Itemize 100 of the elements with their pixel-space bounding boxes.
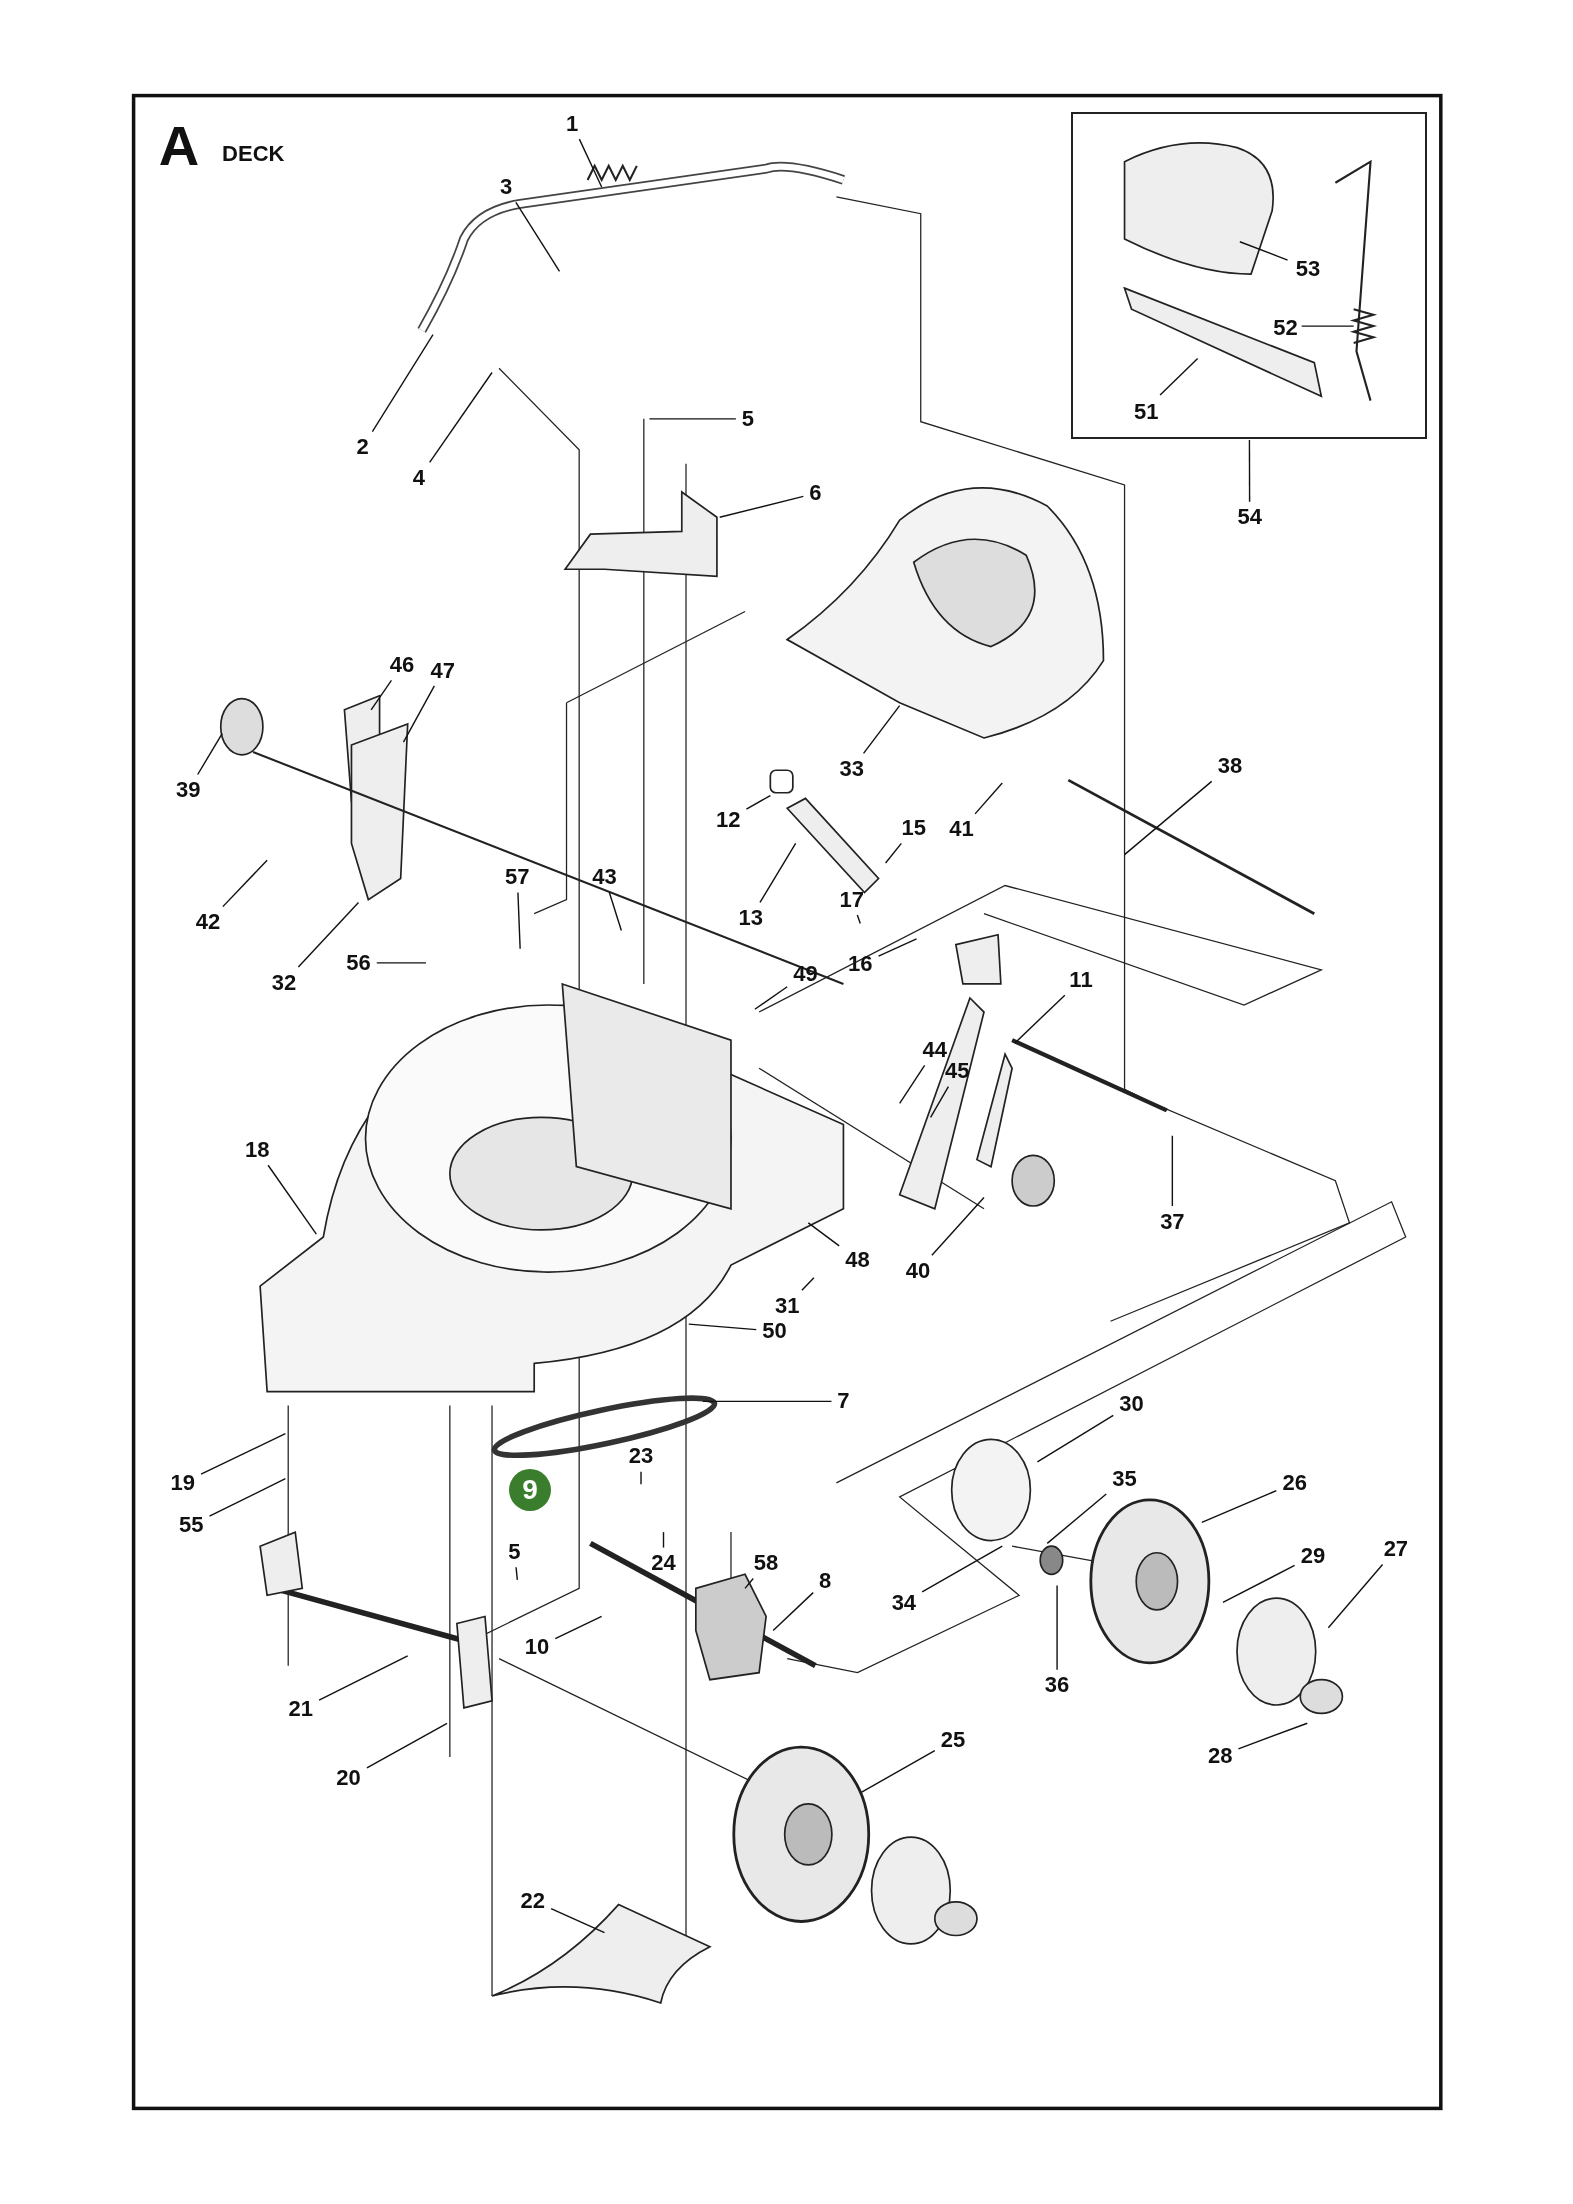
callout-number: 11 [1064, 965, 1098, 994]
step-number-badge: 9 [508, 1468, 551, 1512]
leader-line [1300, 325, 1355, 327]
callout-number: 36 [1040, 1671, 1074, 1700]
callout-number: 58 [749, 1549, 783, 1578]
callout-number: 21 [283, 1695, 318, 1724]
leader-line [744, 1577, 754, 1590]
callout-number: 10 [520, 1633, 554, 1662]
callout-number: 41 [944, 815, 979, 844]
leader-line [428, 371, 493, 464]
leader-line [801, 1277, 815, 1292]
leader-line [376, 962, 427, 964]
leader-line [200, 1433, 287, 1475]
callout-number: 38 [1213, 752, 1247, 781]
leader-line [862, 704, 901, 755]
leader-line [515, 201, 561, 272]
leader-line [772, 1591, 814, 1632]
leader-line [608, 891, 623, 932]
callout-number: 5 [737, 404, 759, 433]
callout-number: 42 [191, 908, 225, 937]
section-title: DECK [222, 143, 285, 166]
leader-line [702, 1400, 833, 1403]
callout-number: 50 [757, 1317, 792, 1346]
leader-line [759, 842, 797, 904]
callout-number: 29 [1296, 1542, 1330, 1571]
callout-number: 45 [940, 1057, 975, 1086]
callout-number: 20 [331, 1764, 366, 1793]
callout-number: 39 [171, 775, 206, 805]
callout-number: 46 [385, 650, 419, 679]
callout-number: 33 [835, 754, 869, 783]
callout-number: 5 [503, 1537, 525, 1566]
callout-number: 31 [770, 1291, 805, 1320]
callout-number: 43 [587, 863, 622, 892]
callout-number: 55 [174, 1511, 209, 1540]
callout-number: 57 [500, 863, 535, 892]
leader-line [1036, 1414, 1114, 1463]
inset-frame [1071, 112, 1427, 439]
leader-line [1046, 1493, 1107, 1545]
leader-line [1159, 357, 1199, 396]
leader-line [754, 986, 788, 1010]
leader-line [884, 842, 903, 864]
leader-line [688, 1323, 757, 1331]
callout-number: 13 [733, 903, 768, 932]
leader-line [931, 1196, 985, 1256]
leader-line [554, 1615, 603, 1640]
callout-number: 32 [267, 968, 301, 997]
callout-number: 7 [832, 1387, 854, 1416]
callout-number: 15 [896, 813, 931, 842]
leader-line [366, 1722, 448, 1769]
callout-number: 53 [1291, 255, 1325, 284]
callout-number: 48 [840, 1245, 875, 1274]
callout-number: 1 [561, 109, 583, 138]
leader-line [222, 859, 268, 908]
callout-number: 24 [646, 1549, 681, 1578]
callout-number: 28 [1203, 1741, 1237, 1770]
callout-number: 18 [240, 1135, 275, 1164]
callout-number: 2 [352, 432, 374, 462]
leader-line [877, 938, 918, 957]
callout-number: 25 [936, 1726, 970, 1755]
callout-number: 56 [341, 948, 376, 977]
leader-line [974, 782, 1003, 815]
callout-number: 35 [1107, 1464, 1142, 1493]
leader-line [662, 1531, 665, 1549]
leader-line [515, 1566, 519, 1581]
leader-line [648, 418, 737, 420]
leader-line [745, 794, 772, 810]
leader-line [898, 1064, 926, 1105]
leader-line [1123, 780, 1213, 856]
leader-line [517, 891, 521, 950]
callout-number: 26 [1277, 1468, 1312, 1498]
callout-number: 40 [901, 1256, 935, 1285]
leader-line [578, 138, 603, 188]
callout-number: 52 [1268, 314, 1303, 343]
callout-number: 16 [843, 950, 878, 979]
leader-line [921, 1545, 1003, 1593]
leader-line [402, 685, 436, 743]
leader-line [1327, 1563, 1384, 1629]
callout-number: 4 [408, 463, 430, 492]
leader-line [1239, 241, 1289, 261]
callout-number: 3 [495, 172, 517, 201]
leader-line [208, 1478, 287, 1517]
leader-line [1248, 439, 1251, 503]
leader-line [1237, 1722, 1308, 1750]
callout-number: 54 [1232, 503, 1267, 532]
leader-line [856, 914, 861, 925]
leader-line [371, 333, 434, 433]
callout-number: 49 [788, 960, 823, 989]
leader-line [370, 679, 393, 711]
callout-number: 47 [425, 656, 460, 685]
leader-line [719, 495, 805, 518]
callout-number: 23 [624, 1442, 658, 1471]
callout-number: 51 [1129, 398, 1164, 427]
callout-number: 6 [804, 479, 826, 508]
leader-line [267, 1164, 318, 1235]
leader-line [929, 1085, 950, 1119]
leader-line [1171, 1135, 1174, 1207]
callout-number: 30 [1114, 1390, 1149, 1419]
leader-line [1201, 1489, 1278, 1523]
leader-line [807, 1222, 840, 1247]
callout-number: 8 [814, 1567, 836, 1596]
